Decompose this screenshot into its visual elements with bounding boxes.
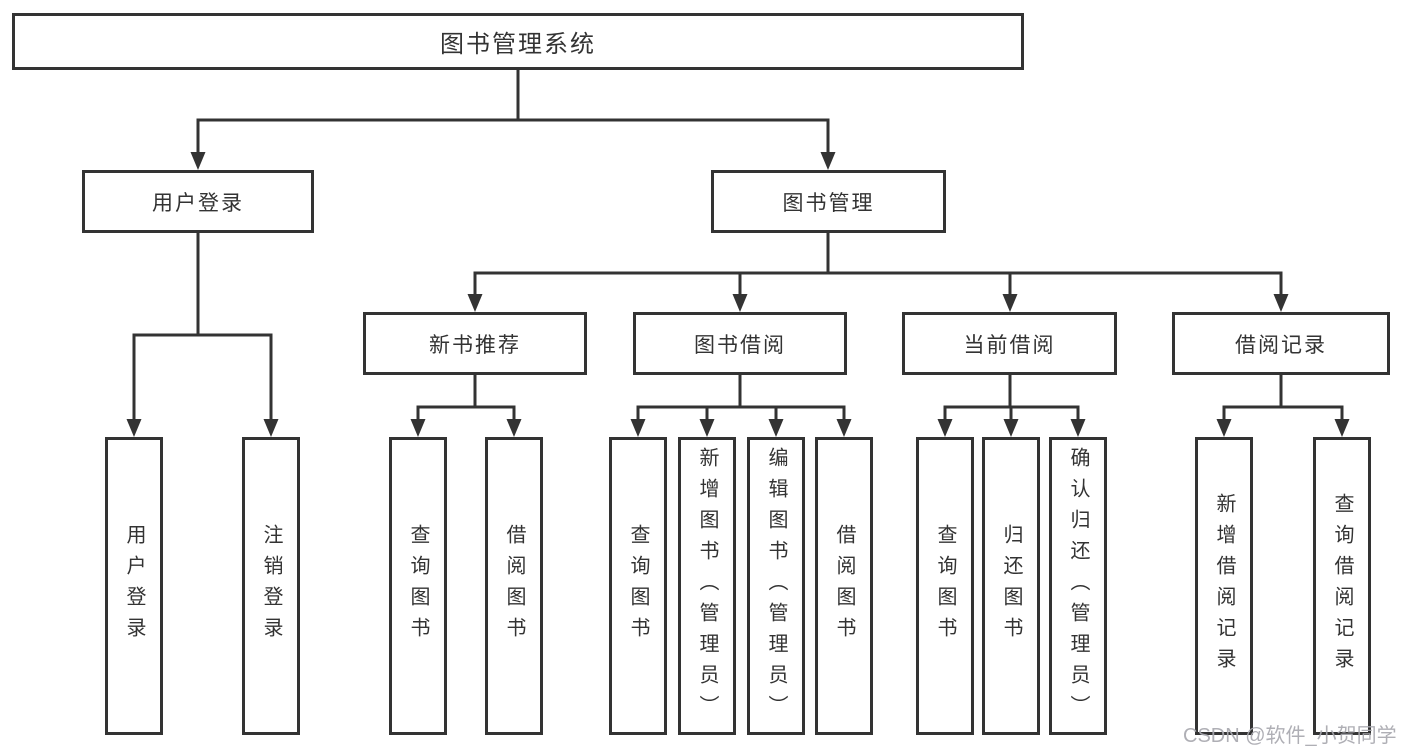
leaf-query-borrow-record: 查询借阅记录 [1313,437,1371,735]
leaf-logout: 注销登录 [242,437,300,735]
leaf-query-books-borrow: 查询图书 [609,437,667,735]
node-library-management-system: 图书管理系统 [12,13,1024,70]
node-new-book-recommend: 新书推荐 [363,312,587,375]
leaf-query-books-current: 查询图书 [916,437,974,735]
leaf-borrow-books-recommend: 借阅图书 [485,437,543,735]
leaf-confirm-return-admin: 确认归还（管理员） [1049,437,1107,735]
node-book-management: 图书管理 [711,170,946,233]
leaf-borrow-books: 借阅图书 [815,437,873,735]
leaf-return-books: 归还图书 [982,437,1040,735]
leaf-add-borrow-record: 新增借阅记录 [1195,437,1253,735]
node-book-borrow: 图书借阅 [633,312,847,375]
leaf-query-books-recommend: 查询图书 [389,437,447,735]
leaf-edit-books-admin: 编辑图书（管理员） [747,437,805,735]
node-borrow-records: 借阅记录 [1172,312,1390,375]
leaf-add-books-admin: 新增图书（管理员） [678,437,736,735]
watermark-text: CSDN @软件_小贺同学 [1183,725,1397,747]
leaf-user-login: 用户登录 [105,437,163,735]
node-user-login: 用户登录 [82,170,314,233]
node-current-borrow: 当前借阅 [902,312,1117,375]
